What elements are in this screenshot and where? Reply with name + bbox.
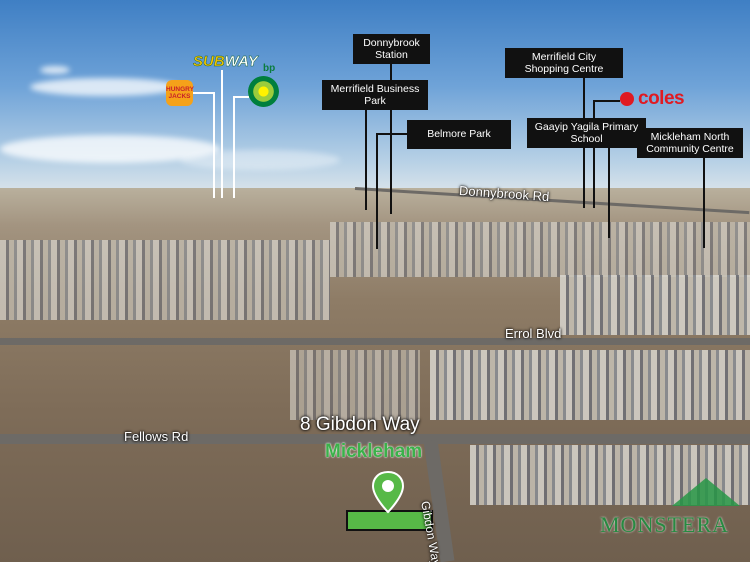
leader-line: [608, 148, 610, 238]
label-gaayip-yagila: Gaayip Yagila Primary School: [527, 118, 646, 148]
label-merrifield-city: Merrifield City Shopping Centre: [505, 48, 623, 78]
subway-sub-text: SUB: [193, 53, 225, 70]
road-label-fellows: Fellows Rd: [124, 429, 189, 444]
label-mickleham-north: Mickleham North Community Centre: [637, 128, 743, 158]
bp-logo: [248, 76, 279, 107]
property-address: 8 Gibdon Way: [300, 414, 420, 435]
road-label-errol: Errol Blvd: [505, 326, 562, 341]
subway-logo: SUBWAY: [193, 53, 258, 70]
hungry-jacks-logo: HUNGRY JACKS: [166, 80, 194, 106]
leader-line: [593, 100, 595, 208]
leader-line: [390, 64, 392, 214]
cloud: [30, 78, 180, 96]
leader-line: [213, 92, 215, 198]
label-donnybrook-station: Donnybrook Station: [353, 34, 430, 64]
location-pin-icon: [371, 470, 405, 514]
bp-text: bp: [263, 63, 276, 74]
house-icon: [672, 478, 740, 506]
housing-estate: [560, 275, 750, 335]
agency-watermark: MONSTERA: [600, 512, 730, 537]
leader-line: [703, 158, 705, 248]
cloud: [40, 66, 70, 74]
errol-boulevard: [0, 338, 750, 345]
leader-line: [233, 96, 235, 198]
cloud: [180, 150, 340, 170]
leader-line: [365, 110, 367, 210]
coles-logo: coles: [638, 88, 685, 109]
leader-line: [376, 133, 408, 135]
label-belmore-park: Belmore Park: [407, 120, 511, 149]
housing-estate: [430, 350, 750, 420]
coles-dot-icon: [620, 92, 634, 106]
housing-estate: [0, 240, 330, 320]
leader-line: [233, 96, 249, 98]
leader-line: [193, 92, 213, 94]
housing-estate: [330, 222, 750, 277]
subway-way-text: WAY: [224, 53, 258, 70]
cloud: [0, 135, 220, 163]
housing-estate: [290, 350, 420, 420]
leader-line: [593, 100, 620, 102]
label-merrifield-business-park: Merrifield Business Park: [322, 80, 428, 110]
fellows-road: [0, 434, 750, 444]
leader-line: [376, 133, 378, 249]
property-suburb: Mickleham: [325, 441, 423, 462]
leader-line: [221, 70, 223, 198]
